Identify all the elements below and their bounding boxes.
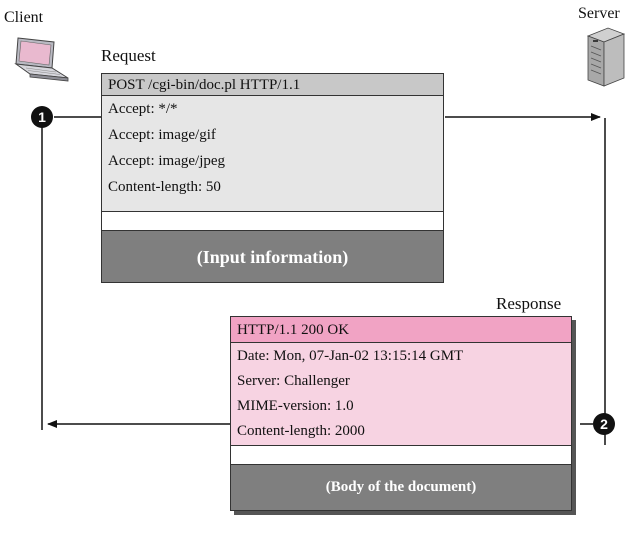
request-label: Request — [101, 46, 156, 65]
laptop-icon — [10, 34, 72, 84]
request-header-line: Accept: */* — [108, 101, 178, 117]
response-header-line: Date: Mon, 07-Jan-02 13:15:14 GMT — [237, 348, 464, 364]
response-header-line: Content-length: 2000 — [237, 423, 365, 439]
response-message-box: HTTP/1.1 200 OK Date: Mon, 07-Jan-02 13:… — [230, 316, 572, 511]
request-body: (Input information) — [102, 231, 443, 282]
request-header-line: Accept: image/jpeg — [108, 153, 226, 169]
response-body: (Body of the document) — [231, 465, 571, 510]
response-blank-line — [231, 445, 571, 465]
step-1-badge: 1 — [31, 106, 53, 128]
response-header-line: Server: Challenger — [237, 373, 350, 389]
step-2-badge: 2 — [593, 413, 615, 435]
request-start-line: POST /cgi-bin/doc.pl HTTP/1.1 — [102, 74, 443, 96]
client-label: Client — [4, 9, 44, 26]
request-blank-line — [102, 211, 443, 231]
server-label: Server — [578, 5, 620, 22]
request-header-line: Content-length: 50 — [108, 179, 221, 195]
server-tower-icon — [584, 26, 628, 88]
response-label: Response — [496, 294, 562, 313]
response-header-line: MIME-version: 1.0 — [237, 398, 354, 414]
request-header-line: Accept: image/gif — [108, 127, 216, 143]
response-status-line: HTTP/1.1 200 OK — [231, 317, 571, 343]
request-message-box: POST /cgi-bin/doc.pl HTTP/1.1 Accept: */… — [101, 73, 444, 283]
